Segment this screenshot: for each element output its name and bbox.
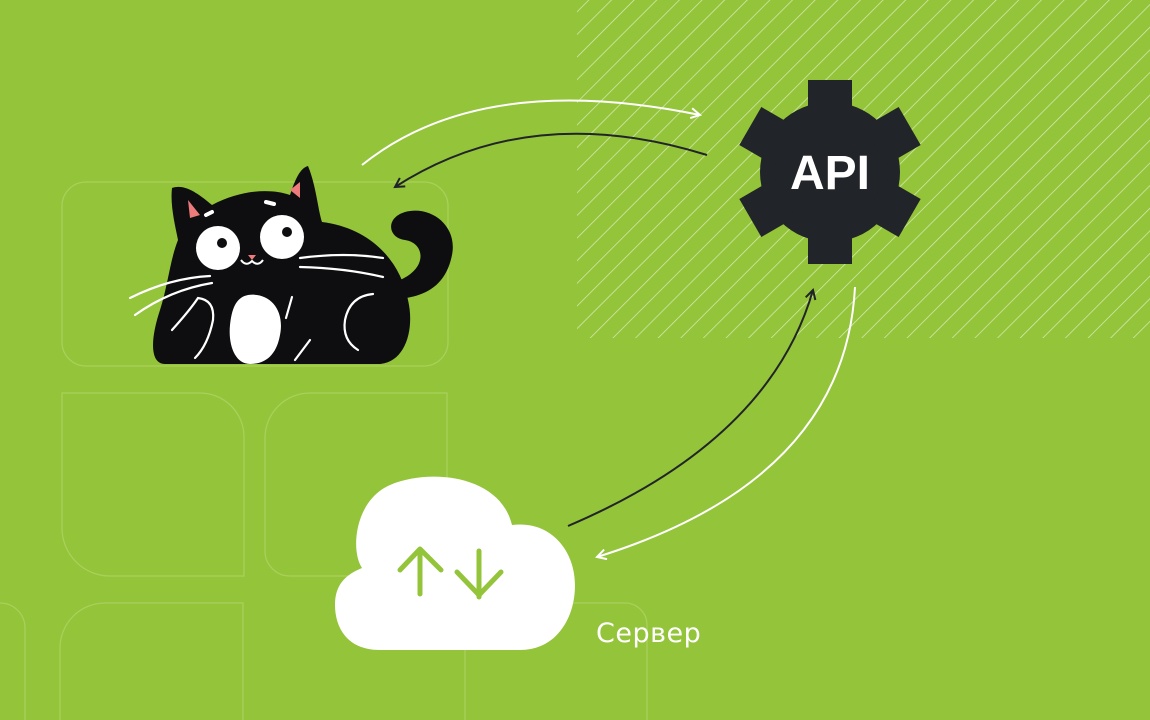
download-arrow-icon bbox=[454, 548, 504, 600]
cat-belly bbox=[229, 294, 281, 364]
cloud-shape bbox=[335, 476, 575, 650]
arrow-api-to-client bbox=[395, 132, 708, 187]
cat-body bbox=[153, 166, 411, 364]
upload-arrow-icon bbox=[397, 546, 444, 597]
cat-ear-left bbox=[188, 200, 200, 218]
cat-eye-right bbox=[260, 215, 304, 259]
cat-illustration bbox=[128, 166, 453, 364]
cat-ear-right bbox=[290, 182, 300, 198]
cat-tail bbox=[380, 210, 453, 300]
api-label: API bbox=[790, 147, 870, 200]
background-tiles bbox=[0, 181, 648, 720]
arrow-client-to-api bbox=[361, 99, 700, 166]
gear-icon: API bbox=[739, 80, 921, 264]
cloud-upload-download-icon bbox=[335, 476, 575, 650]
arrow-api-to-server bbox=[597, 286, 856, 557]
flow-arrows bbox=[361, 99, 856, 557]
cat-eye-left bbox=[196, 226, 240, 270]
arrow-server-to-api bbox=[567, 290, 813, 527]
server-label: Сервер bbox=[596, 618, 702, 649]
